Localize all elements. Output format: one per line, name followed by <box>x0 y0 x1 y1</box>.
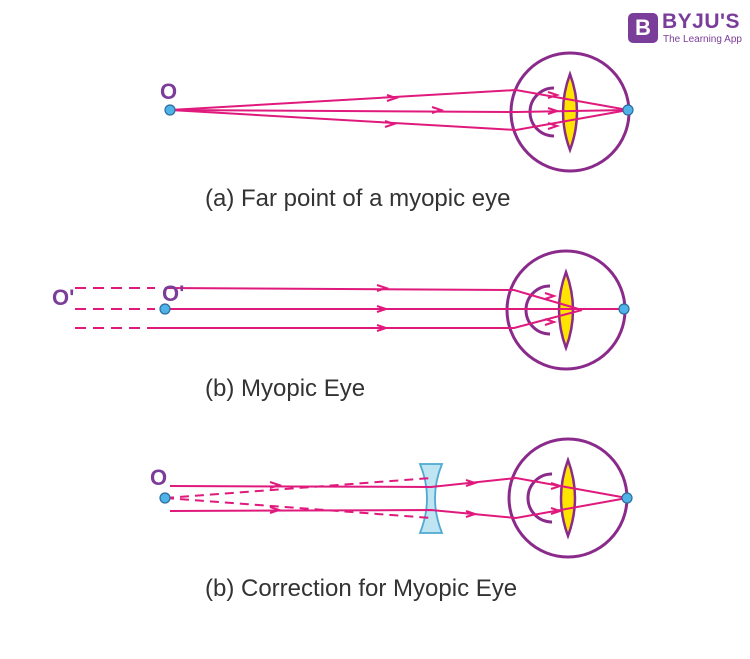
logo-letter: B <box>635 15 651 40</box>
logo-name: BYJU'S <box>662 10 741 33</box>
rays-a <box>169 88 629 132</box>
panel-c <box>159 437 633 559</box>
point-label-o-prime-far: O' <box>52 285 75 310</box>
point-label-o-correction: O <box>150 465 168 490</box>
panel-b <box>75 249 630 371</box>
rays-b <box>75 284 624 332</box>
point-label-o: O <box>160 79 178 104</box>
caption-a: (a) Far point of a myopic eye <box>205 185 511 212</box>
logo-tagline: The Learning App <box>663 34 742 45</box>
object-point-c <box>159 492 171 504</box>
object-point-a <box>164 104 176 116</box>
eye-c <box>507 437 629 559</box>
image-point-a <box>622 104 634 116</box>
retina-point-c <box>621 492 633 504</box>
point-label-o-prime: O' <box>162 281 185 306</box>
object-point-b <box>159 303 171 315</box>
retina-point-b <box>618 303 630 315</box>
panel-a <box>164 51 634 173</box>
rays-c <box>164 476 628 520</box>
concave-lens <box>418 463 444 534</box>
caption-c: (b) Correction for Myopic Eye <box>205 575 518 602</box>
byjus-logo-icon: B <box>628 13 658 43</box>
caption-b: (b) Myopic Eye <box>205 375 366 402</box>
